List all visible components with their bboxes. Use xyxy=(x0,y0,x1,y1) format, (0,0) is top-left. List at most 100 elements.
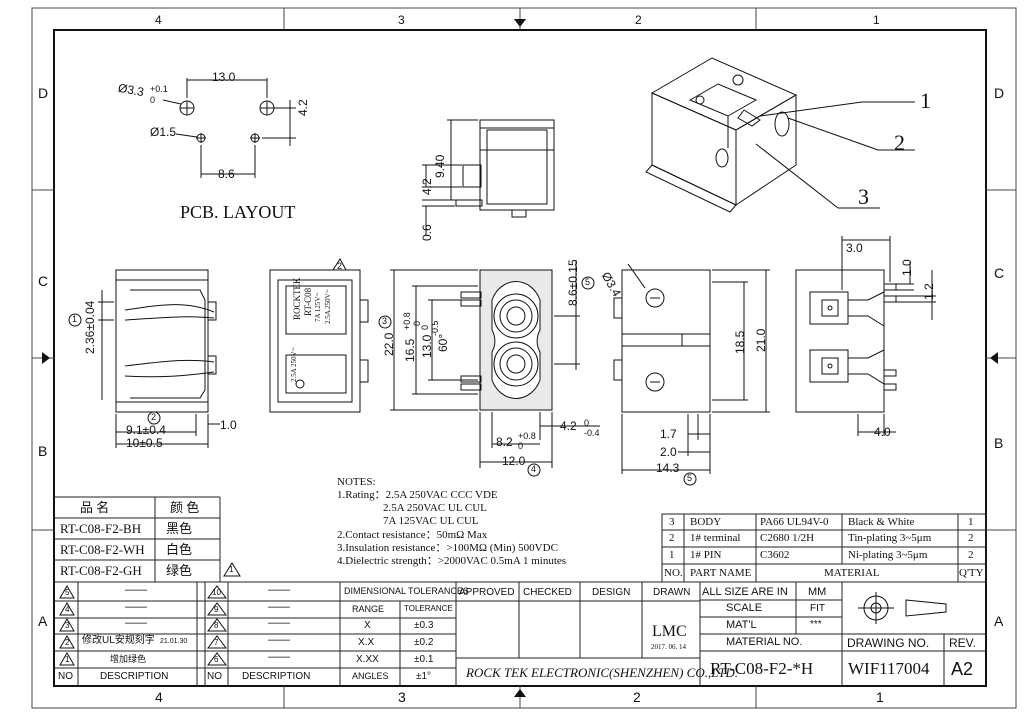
bom-row-2-qty: 2 xyxy=(968,532,974,544)
rev-right-header-desc: DESCRIPTION xyxy=(242,671,311,682)
iso-callout-3: 3 xyxy=(858,184,869,209)
tolerance-row-1-tol: ±0.3 xyxy=(414,620,434,631)
rev-right-no-10: 10 xyxy=(212,588,221,597)
bom-row-1-qty: 2 xyxy=(968,549,974,561)
rev-right-desc-6: —— xyxy=(268,651,290,663)
rev-right-no-8: 8 xyxy=(214,621,219,630)
design-label: DESIGN xyxy=(592,587,631,598)
scale-value: FIT xyxy=(810,603,825,614)
drawing-no-label: DRAWING NO. xyxy=(847,636,930,650)
zone-col-3-top: 3 xyxy=(398,13,405,27)
rev-left-desc-2: 修改UL安规刻字 xyxy=(82,635,155,646)
front-dim-12: 12.0 xyxy=(502,454,526,468)
front-mark-5: 5 xyxy=(585,277,591,287)
size-unit-value: MM xyxy=(808,586,827,598)
right-dim-21: 21.0 xyxy=(754,328,768,352)
front-dim-8-2: 8.2 xyxy=(496,435,513,449)
zone-col-3-bottom: 3 xyxy=(398,689,406,705)
bom-header-qty: Q'TY xyxy=(959,567,984,579)
front-dim-60: 60° xyxy=(436,333,450,352)
company-name: ROCK TEK ELECTRONIC(SHENZHEN) CO.,LTD. xyxy=(466,665,739,680)
variant-row-1-name: RT-C08-F2-BH xyxy=(60,521,142,536)
farright-dim-4-0: 4.0 xyxy=(874,425,891,439)
rev-left-header-desc: DESCRIPTION xyxy=(100,671,169,682)
bom-row-1-part: 1# PIN xyxy=(690,549,722,561)
front-dim-4-2-tol-bottom: -0.4 xyxy=(584,428,600,438)
side-dim-4-2: 4.2 xyxy=(420,178,434,195)
notes-line-2: 2.5A 250VAC UL CUL xyxy=(383,502,487,514)
bom-row-2-no: 2 xyxy=(669,532,675,544)
front-dim-8-2-tol-top: +0.8 xyxy=(518,431,536,441)
pcb-dim-4-2: 4.2 xyxy=(296,99,310,116)
rev-left-date-2: 21.01.30 xyxy=(160,638,188,645)
right-mark-5: 5 xyxy=(687,473,693,483)
scale-label: SCALE xyxy=(726,602,763,614)
rev-right-no-7: 7 xyxy=(214,638,219,647)
pcb-dim-hole-small: Ø1.5 xyxy=(150,125,177,139)
front-dim-4-2-tol-top: 0 xyxy=(584,418,590,428)
right-dim-18-5: 18.5 xyxy=(733,330,747,354)
rev-right-no-6: 6 xyxy=(214,655,219,664)
zone-col-1-bottom: 1 xyxy=(876,689,884,705)
approved-label: APPROVED xyxy=(459,587,515,598)
label-brand: ROCKTEK xyxy=(292,277,302,321)
notes-line-3: 7A 125VAC UL CUL xyxy=(383,515,479,527)
front-dim-16-5-tol-top: +0.8 xyxy=(402,312,412,330)
tolerance-row-4-tol: ±1° xyxy=(416,671,432,682)
zone-col-4-bottom: 4 xyxy=(155,689,163,705)
front-dim-22: 22.0 xyxy=(382,332,396,356)
zone-row-c-right: C xyxy=(994,265,1005,281)
farright-dim-3-0: 3.0 xyxy=(846,241,863,255)
front-dim-13-tol-top: 0 xyxy=(420,324,430,330)
zone-col-2-top: 2 xyxy=(635,13,642,27)
variant-row-3-name: RT-C08-F2-GH xyxy=(60,563,142,578)
pcb-dim-hole-big-tol-bottom: 0 xyxy=(150,95,156,105)
bom-row-1-material: C3602 xyxy=(760,549,790,561)
left-dim-10: 10±0.5 xyxy=(126,436,163,450)
notes-line-1: 1.Rating：2.5A 250VAC CCC VDE xyxy=(337,489,498,501)
material-no-label: MATERIAL NO. xyxy=(726,636,803,648)
right-dim-1-7: 1.7 xyxy=(660,427,677,441)
tolerances-title: DIMENSIONAL TOLERANCES xyxy=(344,586,469,596)
front-mark-3: 3 xyxy=(382,316,388,326)
label-rating-3: 2.5A 250V~ xyxy=(290,347,298,382)
variants-warn-mark: 1 xyxy=(229,565,234,574)
variant-row-2-name: RT-C08-F2-WH xyxy=(60,542,145,557)
front-dim-8-6: 8.6±0.15 xyxy=(566,259,580,306)
notes-line-4: 2.Contact resistance：50mΩ Max xyxy=(337,529,488,541)
rev-left-no-4: 4 xyxy=(65,605,70,614)
zone-row-d-right: D xyxy=(994,85,1005,101)
rev-left-no-3: 3 xyxy=(65,621,70,630)
drawn-date: 2017. 06. 14 xyxy=(651,643,686,651)
zone-row-a: A xyxy=(38,613,48,629)
iso-callout-2: 2 xyxy=(894,130,905,155)
notes-line-5: 3.Insulation resistance：>100MΩ (Min) 500… xyxy=(337,542,558,554)
side-dim-0-6: 0.6 xyxy=(420,224,434,241)
zone-row-b: B xyxy=(38,443,48,459)
rev-right-desc-9: —— xyxy=(268,601,290,613)
variant-row-2-color: 白色 xyxy=(166,542,193,557)
tolerance-row-2-tol: ±0.2 xyxy=(414,637,434,648)
drawn-by: LMC xyxy=(652,623,687,640)
bom-row-1-no: 1 xyxy=(669,549,675,561)
tolerances-head-tol: TOLERANCE xyxy=(404,604,453,613)
drawing-no: WIF117004 xyxy=(848,659,930,678)
bom-row-3-part: BODY xyxy=(690,516,722,528)
revision-value: A2 xyxy=(951,659,974,679)
zone-row-d: D xyxy=(38,85,49,101)
material-no: RT-C08-F2-*H xyxy=(710,659,814,678)
tolerance-row-4-range: ANGLES xyxy=(352,671,389,681)
pcb-layout-title: PCB. LAYOUT xyxy=(180,202,296,222)
variant-row-3-color: 绿色 xyxy=(166,563,193,578)
bom-row-2-material: C2680 1/2H xyxy=(760,532,815,544)
left-mark-2: 2 xyxy=(151,412,157,422)
front-dim-8-2-tol-bottom: 0 xyxy=(518,441,524,451)
tolerance-row-1-range: X xyxy=(364,620,371,631)
bom-row-3-no: 3 xyxy=(669,516,675,528)
farright-dim-1-0: 1.0 xyxy=(900,259,914,276)
pcb-dim-8-6: 8.6 xyxy=(218,167,235,181)
front-dim-13: 13.0 xyxy=(420,334,434,358)
label-rating-1: 7A 125V~ xyxy=(314,292,322,322)
tolerance-row-3-tol: ±0.1 xyxy=(414,654,434,665)
size-unit-label: ALL SIZE ARE IN xyxy=(702,586,788,598)
